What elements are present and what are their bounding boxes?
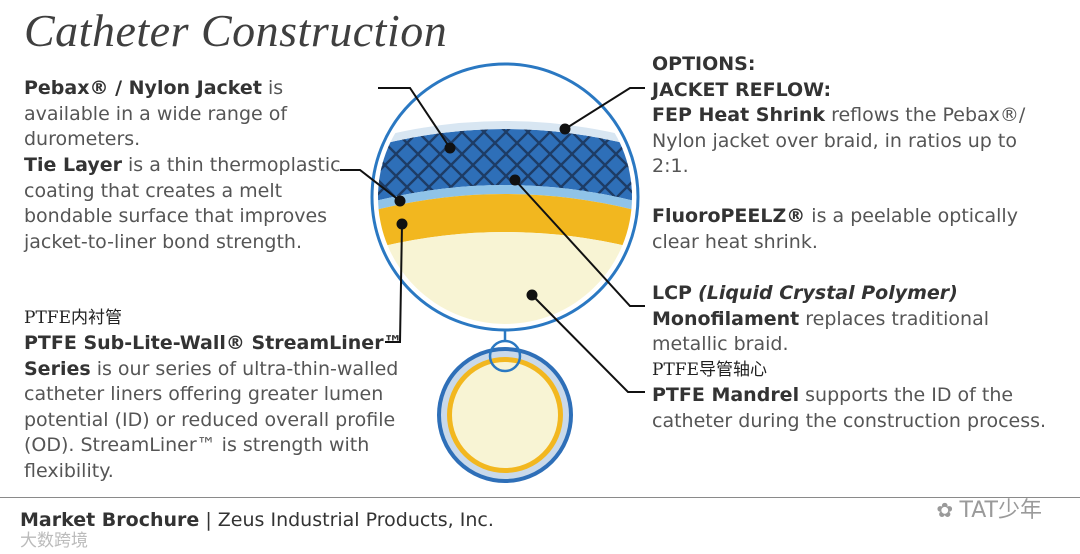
leader-lcp xyxy=(514,179,645,307)
pebax-jacket-desc: is available in a wide range of duromete… xyxy=(24,77,288,150)
ptfe-liner-text: PTFE Sub-Lite-Wall® StreamLiner™ Series … xyxy=(24,331,424,484)
pebax-jacket-label: Pebax® / Nylon Jacket xyxy=(24,77,262,99)
footer-separator: | xyxy=(199,509,218,531)
footer-company: Zeus Industrial Products, Inc. xyxy=(217,509,494,531)
leader-ptfe xyxy=(385,223,403,343)
footer-brochure: Market Brochure xyxy=(20,509,200,531)
fluoropeelz-text: FluoroPEELZ® is a peelable optically cle… xyxy=(652,204,1052,255)
footer: Market Brochure | Zeus Industrial Produc… xyxy=(20,509,494,531)
tie-layer xyxy=(378,185,632,214)
cross-section-full xyxy=(437,330,573,483)
options-heading: OPTIONS: JACKET REFLOW: FEP Heat Shrink … xyxy=(652,52,1052,180)
ptfe-liner-desc: is our series of ultra-thin-walled cathe… xyxy=(24,357,399,482)
leader-fep xyxy=(564,87,645,130)
ptfe-liner-label: PTFE Sub-Lite-Wall® StreamLiner™ Series xyxy=(24,332,403,380)
leader-pebax xyxy=(378,87,451,149)
ptfe-liner-cn: PTFE内衬管 xyxy=(24,308,122,328)
mandrel-text: PTFE Mandrel supports the ID of the cath… xyxy=(652,383,1052,434)
leader-lines xyxy=(340,87,645,393)
wechat-icon: ✿ xyxy=(936,498,960,522)
fluoropeelz-desc: is a peelable optically clear heat shrin… xyxy=(652,205,1018,253)
monofilament-label: Monofilament xyxy=(652,307,800,330)
wechat-watermark: ✿ TAT少年 xyxy=(936,492,1042,524)
braid-layer xyxy=(378,129,632,205)
liner-layer xyxy=(378,194,632,252)
jacket-reflow-label: JACKET REFLOW: xyxy=(652,78,832,101)
mandrel-cn: PTFE导管轴心 xyxy=(652,360,767,380)
tie-layer-label: Tie Layer xyxy=(24,154,122,176)
watermark-text: TAT少年 xyxy=(959,498,1042,523)
heat-shrink-layer xyxy=(378,121,632,150)
mandrel-layer xyxy=(378,232,632,324)
lcp-desc: replaces traditional metallic braid. xyxy=(652,307,989,356)
fep-desc: reflows the Pebax®/ Nylon jacket over br… xyxy=(652,104,1026,177)
options-label: OPTIONS: xyxy=(652,53,756,75)
tie-layer-text: Tie Layer is a thin thermoplastic coatin… xyxy=(24,153,344,255)
leader-mandrel xyxy=(531,294,645,393)
tie-layer-desc: is a thin thermoplastic coating that cre… xyxy=(24,154,341,253)
leader-tie xyxy=(340,169,401,202)
fep-label: FEP Heat Shrink xyxy=(652,104,826,126)
lcp-text: LCP (Liquid Crystal Polymer) Monofilamen… xyxy=(652,281,1052,358)
lcp-fullname: (Liquid Crystal Polymer) xyxy=(698,282,958,304)
pebax-jacket-text: Pebax® / Nylon Jacket is available in a … xyxy=(24,76,374,153)
lcp-label: LCP xyxy=(652,282,692,304)
fluoropeelz-label: FluoroPEELZ® xyxy=(652,205,806,227)
mandrel-label: PTFE Mandrel xyxy=(652,384,800,406)
page-title: Catheter Construction xyxy=(24,5,448,56)
footer-divider xyxy=(0,497,1080,498)
corner-watermark: 大数跨境 xyxy=(20,531,88,551)
mandrel-desc: supports the ID of the catheter during t… xyxy=(652,384,1047,432)
